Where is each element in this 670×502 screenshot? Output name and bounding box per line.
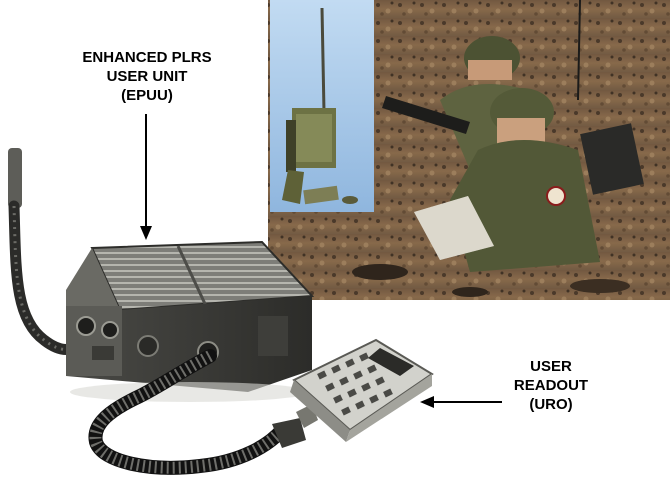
uro-callout-label: USER READOUT (URO) (506, 357, 596, 414)
inset-equipment-photo (270, 0, 374, 212)
uro-label-line: (URO) (529, 396, 573, 413)
uro-label-line: USER (530, 358, 572, 375)
epuu-label-line: ENHANCED PLRS (82, 49, 212, 66)
epuu-label-line: USER UNIT (106, 68, 188, 85)
arrow-left-icon (420, 396, 502, 408)
epuu-device (8, 148, 315, 402)
epuu-label-line: (EPUU) (121, 87, 173, 104)
soldier-figure (382, 36, 548, 170)
field-photo (268, 0, 670, 300)
soldier-figure (414, 88, 644, 272)
uro-device (290, 338, 434, 442)
epuu-callout-label: ENHANCED PLRS USER UNIT (EPUU) (62, 48, 232, 105)
uro-label-line: READOUT (513, 377, 589, 394)
antenna-tip (8, 148, 22, 208)
arrow-down-icon (140, 114, 152, 240)
